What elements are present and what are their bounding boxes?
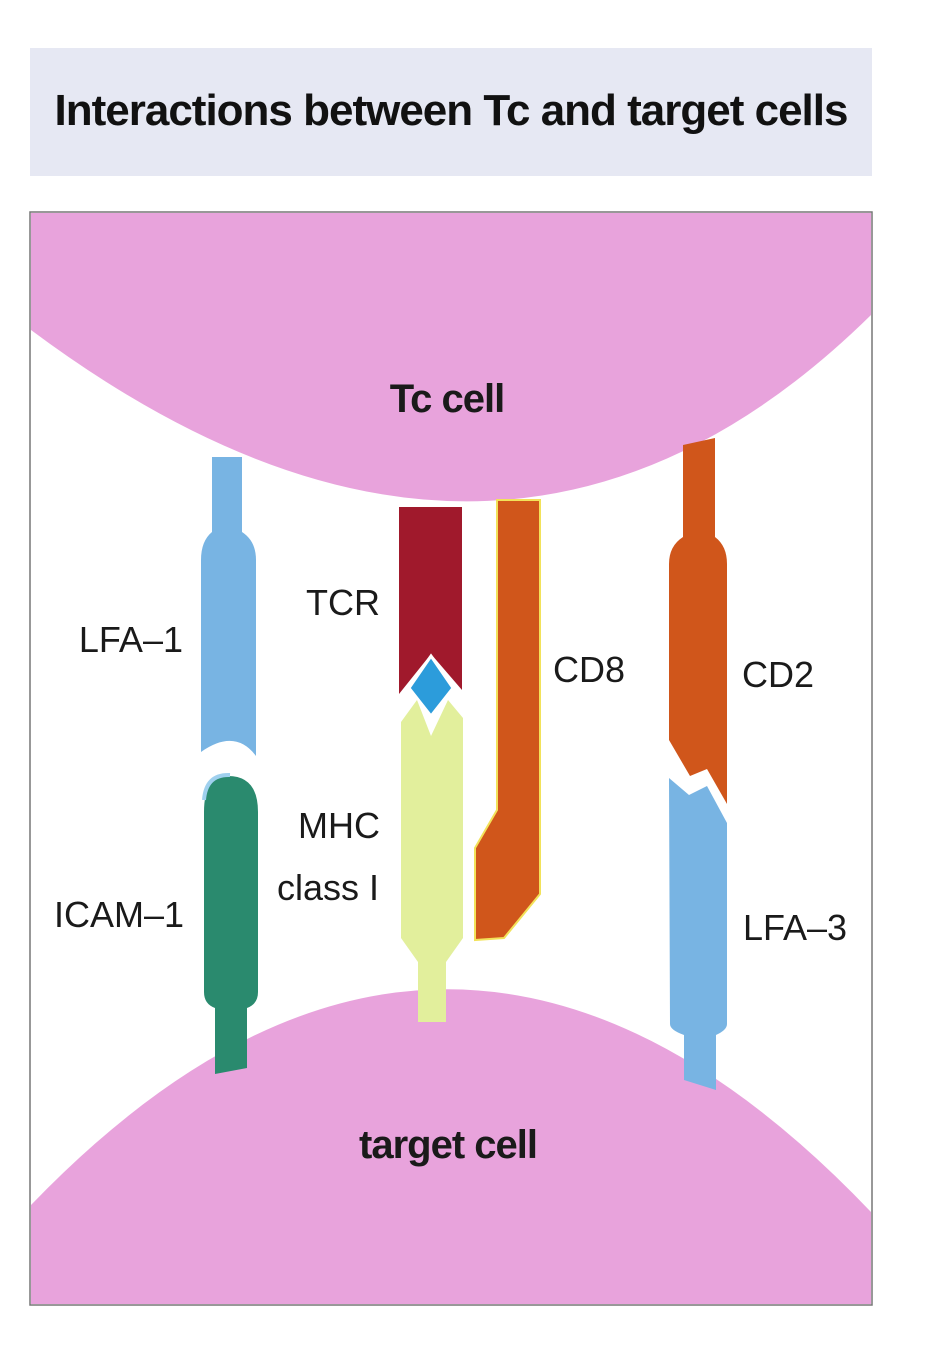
mhc-label-line1: MHC xyxy=(298,805,380,846)
tcr-molecule xyxy=(399,507,462,694)
target-cell-label: target cell xyxy=(359,1123,537,1167)
mhc-label-line2: class I xyxy=(277,867,379,908)
tc-cell-membrane xyxy=(31,213,871,502)
tcr-label: TCR xyxy=(306,582,380,623)
lfa1-molecule xyxy=(201,457,256,756)
title-band: Interactions between Tc and target cells xyxy=(30,48,872,176)
icam1-molecule xyxy=(204,776,258,1074)
cd8-label: CD8 xyxy=(553,649,625,690)
lfa1-label: LFA–1 xyxy=(79,619,183,660)
tc-cell-label: Tc cell xyxy=(390,377,505,421)
icam1-outline-highlight xyxy=(202,772,231,801)
lfa3-label: LFA–3 xyxy=(743,907,847,948)
cd8-molecule xyxy=(474,499,541,942)
cd2-label: CD2 xyxy=(742,654,814,695)
lfa3-molecule xyxy=(669,778,727,1090)
antigen-peptide xyxy=(407,653,455,719)
figure-title: Interactions between Tc and target cells xyxy=(54,86,849,135)
icam1-label: ICAM–1 xyxy=(54,894,184,935)
mhc-class-i-molecule xyxy=(401,700,463,1022)
cd2-molecule xyxy=(669,438,727,804)
